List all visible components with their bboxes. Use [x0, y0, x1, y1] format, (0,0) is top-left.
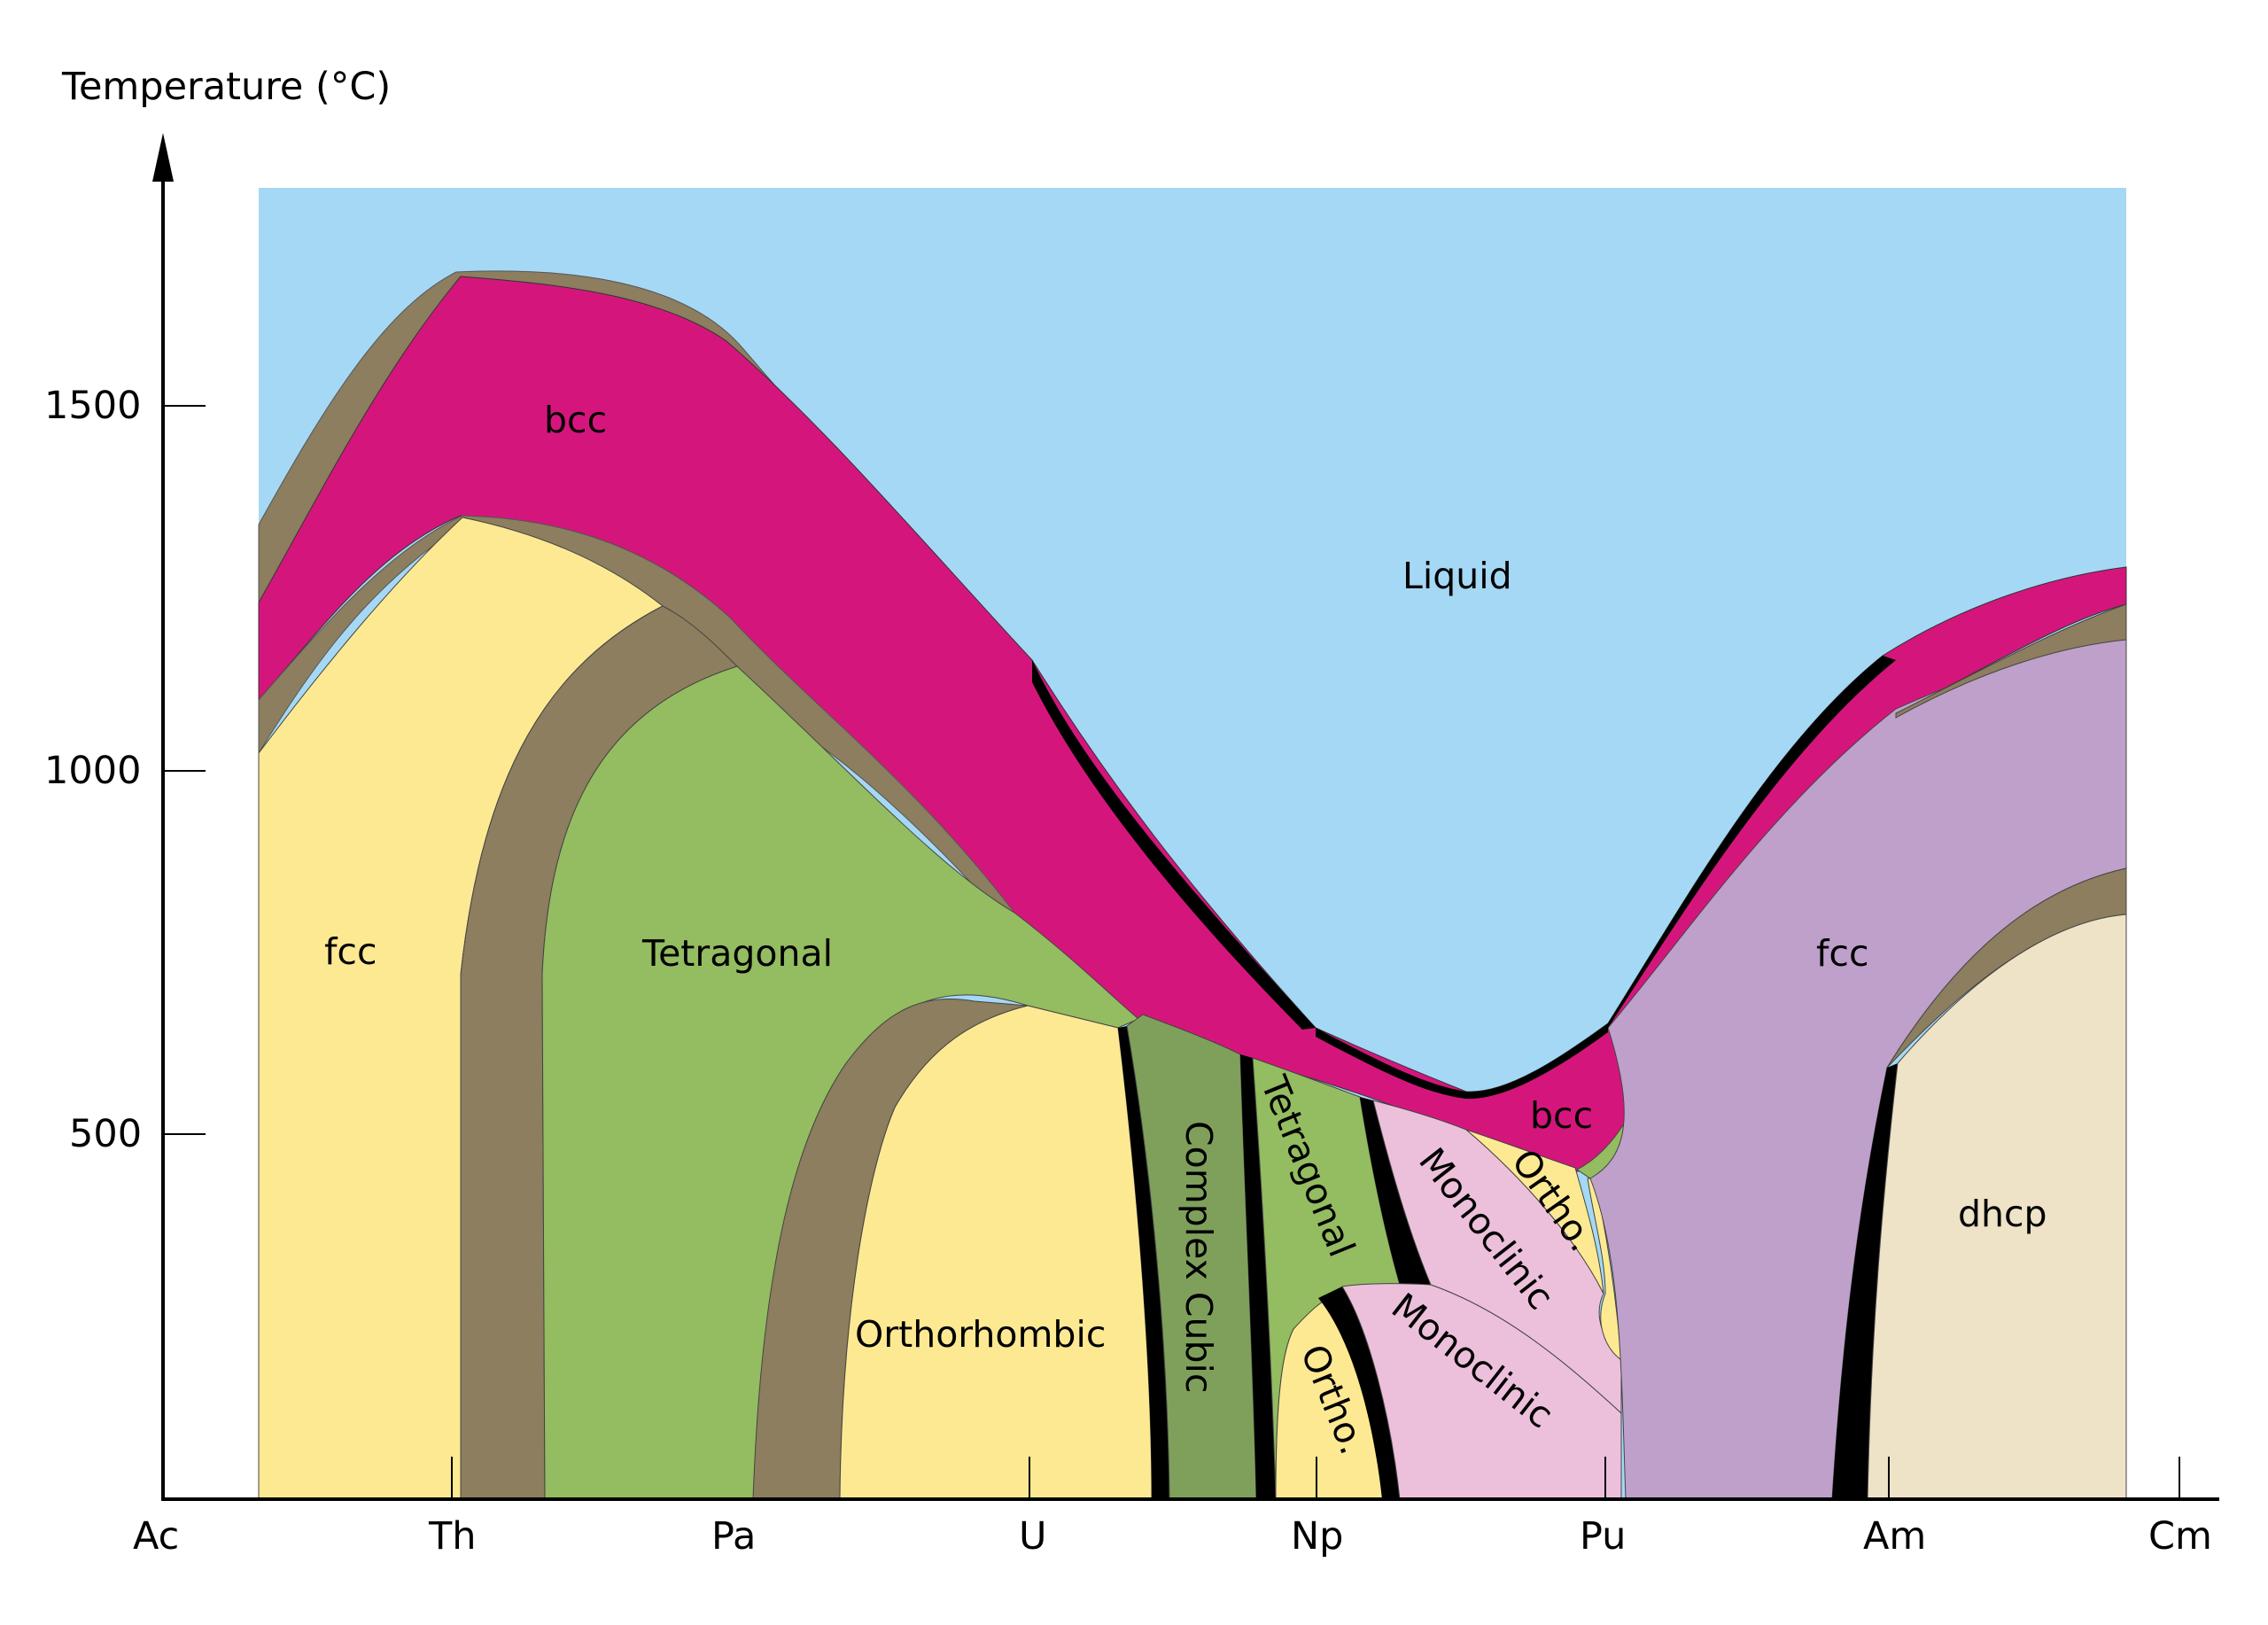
x-tick-label-th: Th: [428, 1514, 477, 1559]
x-tick-label-ac: Ac: [133, 1514, 179, 1559]
label-tetragonal-pa: Tetragonal: [641, 932, 833, 975]
label-fcc-right: fcc: [1816, 932, 1869, 975]
label-bcc-pu: bcc: [1530, 1094, 1593, 1137]
black-band-pu-liquidus: [1316, 1023, 1608, 1100]
dhcp-region: [1867, 914, 2127, 1500]
y-tick-label-1000: 1000: [44, 749, 141, 793]
ortho-region-pu-tail: [1587, 1178, 1622, 1362]
label-liquid: Liquid: [1402, 555, 1512, 597]
x-ticks: [451, 1457, 2180, 1499]
x-tick-label-u: U: [1019, 1514, 1046, 1559]
x-tick-label-am: Am: [1863, 1514, 1926, 1559]
y-tick-label-1500: 1500: [44, 384, 141, 428]
x-tick-label-np: Np: [1291, 1514, 1343, 1559]
y-ticks: [163, 405, 206, 1135]
y-tick-label-500: 500: [69, 1112, 142, 1156]
label-fcc-left: fcc: [324, 930, 377, 973]
x-tick-label-pu: Pu: [1580, 1514, 1626, 1559]
black-band-u-right: [1240, 1054, 1276, 1499]
label-complex-cubic: Complex Cubic: [1177, 1121, 1220, 1393]
black-band-am-dhcp: [1832, 1063, 1898, 1499]
y-axis-arrow: [152, 133, 174, 182]
label-dhcp: dhcp: [1958, 1193, 2047, 1235]
orthorhombic-region-u: [839, 1005, 1153, 1500]
black-band-np-ortho: [1318, 1287, 1400, 1499]
black-band-u-left: [1118, 1026, 1169, 1499]
y-axis-title: Temperature (°C): [61, 65, 391, 109]
label-bcc-main: bcc: [544, 399, 607, 441]
monoclinic-region-lower: [1341, 1283, 1622, 1500]
label-orthorhombic-u: Orthorhombic: [855, 1313, 1106, 1356]
ortho-region-pu: [1465, 1129, 1604, 1295]
two-phase-band-am-top: [1895, 603, 2127, 719]
black-band-np-tetragonal: [1360, 1097, 1431, 1285]
x-tick-label-pa: Pa: [711, 1514, 756, 1559]
two-phase-band-am-dhcp: [1886, 867, 2127, 1069]
x-tick-label-cm: Cm: [2148, 1514, 2212, 1559]
